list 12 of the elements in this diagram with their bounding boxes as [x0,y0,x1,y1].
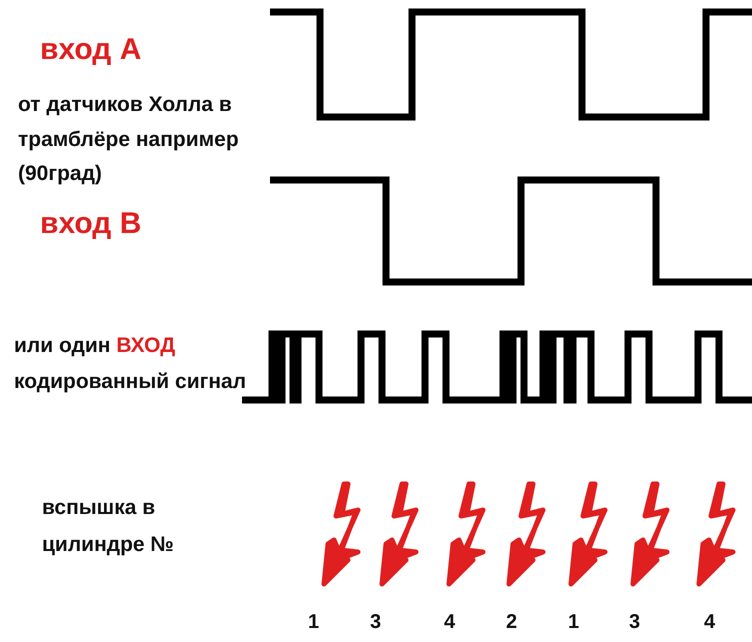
cylinder-number: 3 [370,610,382,635]
cylinder-number: 1 [568,610,580,635]
cylinder-number: 4 [444,610,456,635]
description-text: или один ВХОД кодированный сигнал [14,333,248,395]
signal-label: вход В [40,206,142,242]
description-text: вспышка в цилиндре № [42,495,175,558]
description-text: от датчиков Холла в трамблёре например (90град) [18,92,240,188]
cylinder-number: 4 [704,610,716,635]
signal-label: вход А [40,32,142,68]
cylinder-number: 3 [629,610,640,635]
cylinder-number: 2 [506,610,518,635]
cylinder-number: 1 [308,610,320,635]
